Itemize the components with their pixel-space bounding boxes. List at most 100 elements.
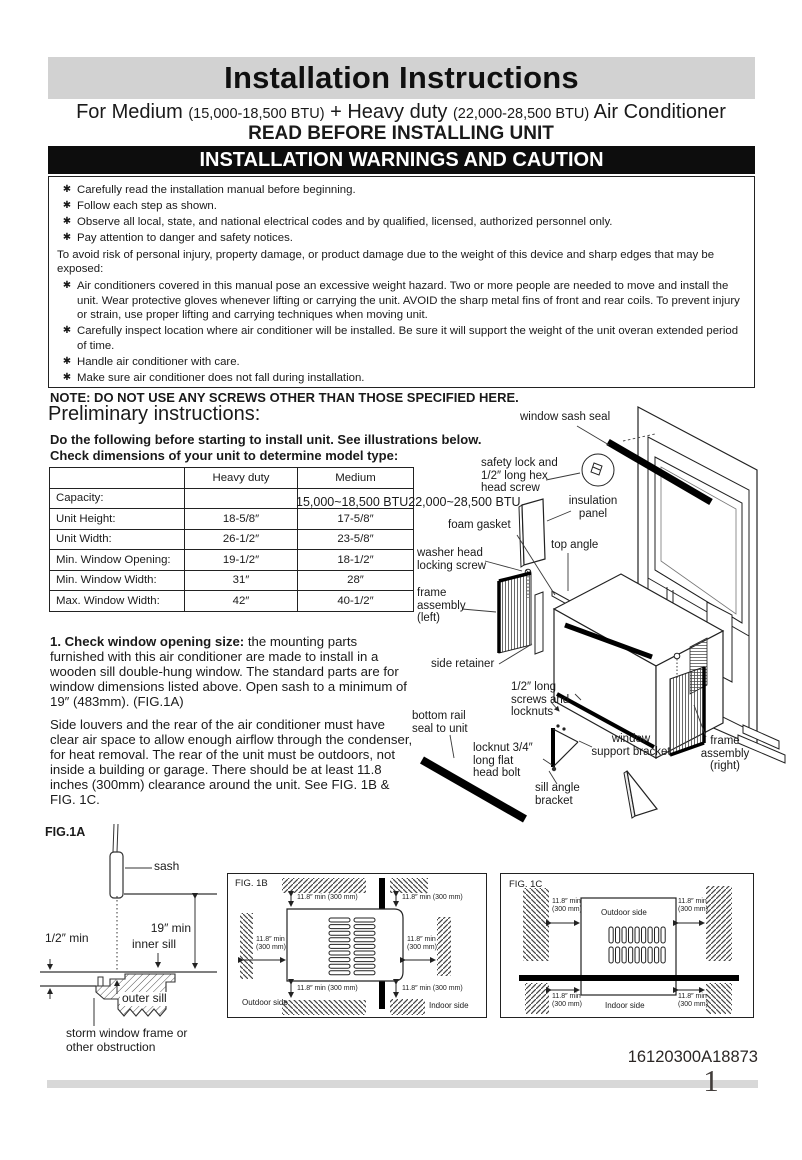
warning-text: Observe all local, state, and national e… bbox=[77, 216, 613, 229]
label-top-angle: top angle bbox=[551, 539, 599, 551]
fig1c-indoor-side: Indoor side bbox=[605, 1001, 645, 1010]
warning-item: ✱ Carefully inspect location where air co… bbox=[57, 324, 746, 353]
table-row: Min. Window Width: 31″ 28″ bbox=[49, 569, 414, 591]
warning-banner: INSTALLATION WARNINGS AND CAUTION bbox=[48, 146, 755, 174]
label-bottom-rail: bottom rail seal to unit bbox=[412, 710, 468, 735]
warning-text: Handle air conditioner with care. bbox=[77, 356, 240, 369]
cell-heavy bbox=[184, 487, 298, 509]
asterisk-bullet-icon: ✱ bbox=[62, 280, 72, 292]
fig1b-clearance-right: 11.8″ min (300 mm) bbox=[407, 936, 437, 951]
cell-medium: 17-5/8″ bbox=[297, 508, 414, 530]
warning-item: ✱ Observe all local, state, and national … bbox=[57, 215, 746, 230]
read-before-line: READ BEFORE INSTALLING UNIT bbox=[248, 123, 554, 144]
page-number: 1 bbox=[703, 1063, 719, 1098]
label-frame-left: frame assembly (left) bbox=[417, 587, 466, 625]
header-blank bbox=[49, 467, 185, 489]
row-label: Unit Height: bbox=[49, 508, 185, 530]
warning-text: Make sure air conditioner does not fall … bbox=[77, 372, 365, 385]
warning-banner-text: INSTALLATION WARNINGS AND CAUTION bbox=[199, 148, 604, 171]
safety-lock-detail bbox=[581, 453, 615, 487]
frame-assembly-right-part bbox=[669, 666, 706, 757]
cell-heavy: 42″ bbox=[184, 590, 298, 612]
sill-angle-bracket-part bbox=[623, 770, 659, 819]
warnings-box: ✱ Carefully read the installation manual … bbox=[48, 176, 755, 388]
cell-medium: 23-5/8″ bbox=[297, 528, 414, 550]
subtitle: For Medium (15,000-18,500 BTU) + Heavy d… bbox=[0, 101, 802, 124]
table-row: Min. Window Opening: 19-1/2″ 18-1/2″ bbox=[49, 549, 414, 571]
note-line: NOTE: DO NOT USE ANY SCREWS OTHER THAN T… bbox=[50, 390, 519, 405]
label-safety-lock: safety lock and 1/2″ long hex head screw bbox=[481, 457, 558, 495]
label-screws-locknuts: 1/2″ long screws and locknuts bbox=[511, 681, 570, 719]
table-row: Unit Height: 18-5/8″ 17-5/8″ bbox=[49, 508, 414, 530]
warning-item: ✱ Pay attention to danger and safety noti… bbox=[57, 231, 746, 246]
fig1b-title: FIG. 1B bbox=[235, 878, 268, 889]
exploded-installation-diagram: window sash seal safety lock and 1/2″ lo… bbox=[405, 395, 802, 835]
warning-text: Carefully read the installation manual b… bbox=[77, 184, 356, 196]
row-label: Min. Window Opening: bbox=[49, 549, 185, 571]
bottom-rail-seal-part bbox=[420, 756, 527, 823]
header-heavy-duty: Heavy duty bbox=[184, 467, 298, 489]
fig1b: FIG. 1B 11.8″ min (300 mm) 11.8″ min (30… bbox=[227, 873, 487, 1018]
title-bar: Installation Instructions bbox=[48, 57, 755, 99]
insulation-panel-part bbox=[518, 498, 546, 568]
asterisk-bullet-icon: ✱ bbox=[62, 325, 72, 337]
row-label: Capacity: bbox=[49, 487, 185, 509]
exploded-diagram-drawing bbox=[420, 406, 786, 823]
fig1b-clearance-bottom-right: 11.8″ min (300 mm) bbox=[402, 985, 463, 992]
fig1b-clearance-bottom-left: 11.8″ min (300 mm) bbox=[297, 985, 358, 992]
row-label: Min. Window Width: bbox=[49, 569, 185, 591]
row-label: Unit Width: bbox=[49, 528, 185, 550]
label-foam-gasket: foam gasket bbox=[448, 519, 511, 531]
instructions-intro-1: Do the following before starting to inst… bbox=[50, 432, 482, 447]
fig1c-clearance-top-right: 11.8″ min (300 mm) bbox=[678, 898, 708, 913]
warning-text: Air conditioners covered in this manual … bbox=[77, 280, 740, 322]
cell-heavy: 26-1/2″ bbox=[184, 528, 298, 550]
table-header-row: Heavy duty Medium bbox=[49, 467, 414, 489]
page-title: Installation Instructions bbox=[224, 60, 579, 95]
fig1b-clearance-top-right: 11.8″ min (300 mm) bbox=[402, 894, 463, 901]
fig1b-drawing bbox=[238, 878, 451, 1015]
warning-item: ✱If a new electrical outlet is required,… bbox=[57, 387, 746, 388]
label-locknut-bolt: locknut 3/4″ long flat head bolt bbox=[473, 742, 533, 780]
right-frame-screw-part bbox=[673, 652, 681, 679]
cell-heavy: 18-5/8″ bbox=[184, 508, 298, 530]
row-label: Max. Window Width: bbox=[49, 590, 185, 612]
fig1b-clearance-left: 11.8″ min (300 mm) bbox=[256, 936, 286, 951]
instructions-intro-2: Check dimensions of your unit to determi… bbox=[50, 448, 399, 463]
subtitle-part: + bbox=[324, 101, 348, 123]
asterisk-bullet-icon: ✱ bbox=[62, 372, 72, 384]
document-number: 16120300A18873 bbox=[627, 1048, 758, 1066]
fig1a-label-sash: sash bbox=[154, 859, 180, 873]
step1-paragraph: 1. Check window opening size: the mounti… bbox=[50, 634, 412, 710]
subtitle-btu-heavy: (22,000-28,500 BTU) bbox=[452, 106, 590, 122]
fig1c-clearance-top-left: 11.8″ min (300 mm) bbox=[552, 898, 582, 913]
warning-item: ✱ Air conditioners covered in this manual… bbox=[57, 279, 746, 323]
table-row: Max. Window Width: 42″ 40-1/2″ bbox=[49, 590, 414, 612]
label-washer-head: washer head locking screw bbox=[417, 547, 487, 572]
sash-seal-dash bbox=[622, 433, 656, 442]
label-window-support: window support bracket bbox=[591, 733, 671, 758]
label-insulation-panel: insulation panel bbox=[568, 495, 618, 520]
warning-item: ✱Handle air conditioner with care. bbox=[57, 355, 746, 370]
fig1c-clearance-bottom-left: 11.8″ min (300 mm) bbox=[552, 993, 582, 1008]
fig1b-shapes bbox=[238, 878, 451, 1015]
cell-heavy: 19-1/2″ bbox=[184, 549, 298, 571]
fig1a-label-outer-sill: outer sill bbox=[120, 991, 169, 1006]
window-support-bracket-part bbox=[551, 724, 579, 772]
asterisk-bullet-icon: ✱ bbox=[62, 184, 72, 195]
warning-item: ✱ Make sure air conditioner does not fall… bbox=[57, 371, 746, 386]
table-row: Capacity: bbox=[49, 487, 414, 509]
window-sash-seal-part bbox=[606, 438, 713, 506]
fig1a-label-inner-sill: inner sill bbox=[132, 937, 177, 951]
step1-heading: 1. Check window opening size: bbox=[50, 634, 245, 649]
warning-text: Carefully inspect location where air con… bbox=[77, 325, 739, 352]
dimensions-table: Heavy duty Medium Capacity: Unit Height:… bbox=[49, 467, 414, 612]
header-medium: Medium bbox=[297, 467, 414, 489]
leader-lines bbox=[449, 425, 707, 785]
label-window-sash-seal: window sash seal bbox=[520, 411, 611, 423]
asterisk-bullet-icon: ✱ bbox=[62, 232, 72, 244]
fig1a-label-19min: 19″ min bbox=[150, 921, 191, 935]
warning-item: ✱ Carefully read the installation manual … bbox=[57, 183, 746, 198]
warning-text: Pay attention to danger and safety notic… bbox=[77, 232, 293, 245]
asterisk-bullet-icon: ✱ bbox=[62, 216, 72, 228]
